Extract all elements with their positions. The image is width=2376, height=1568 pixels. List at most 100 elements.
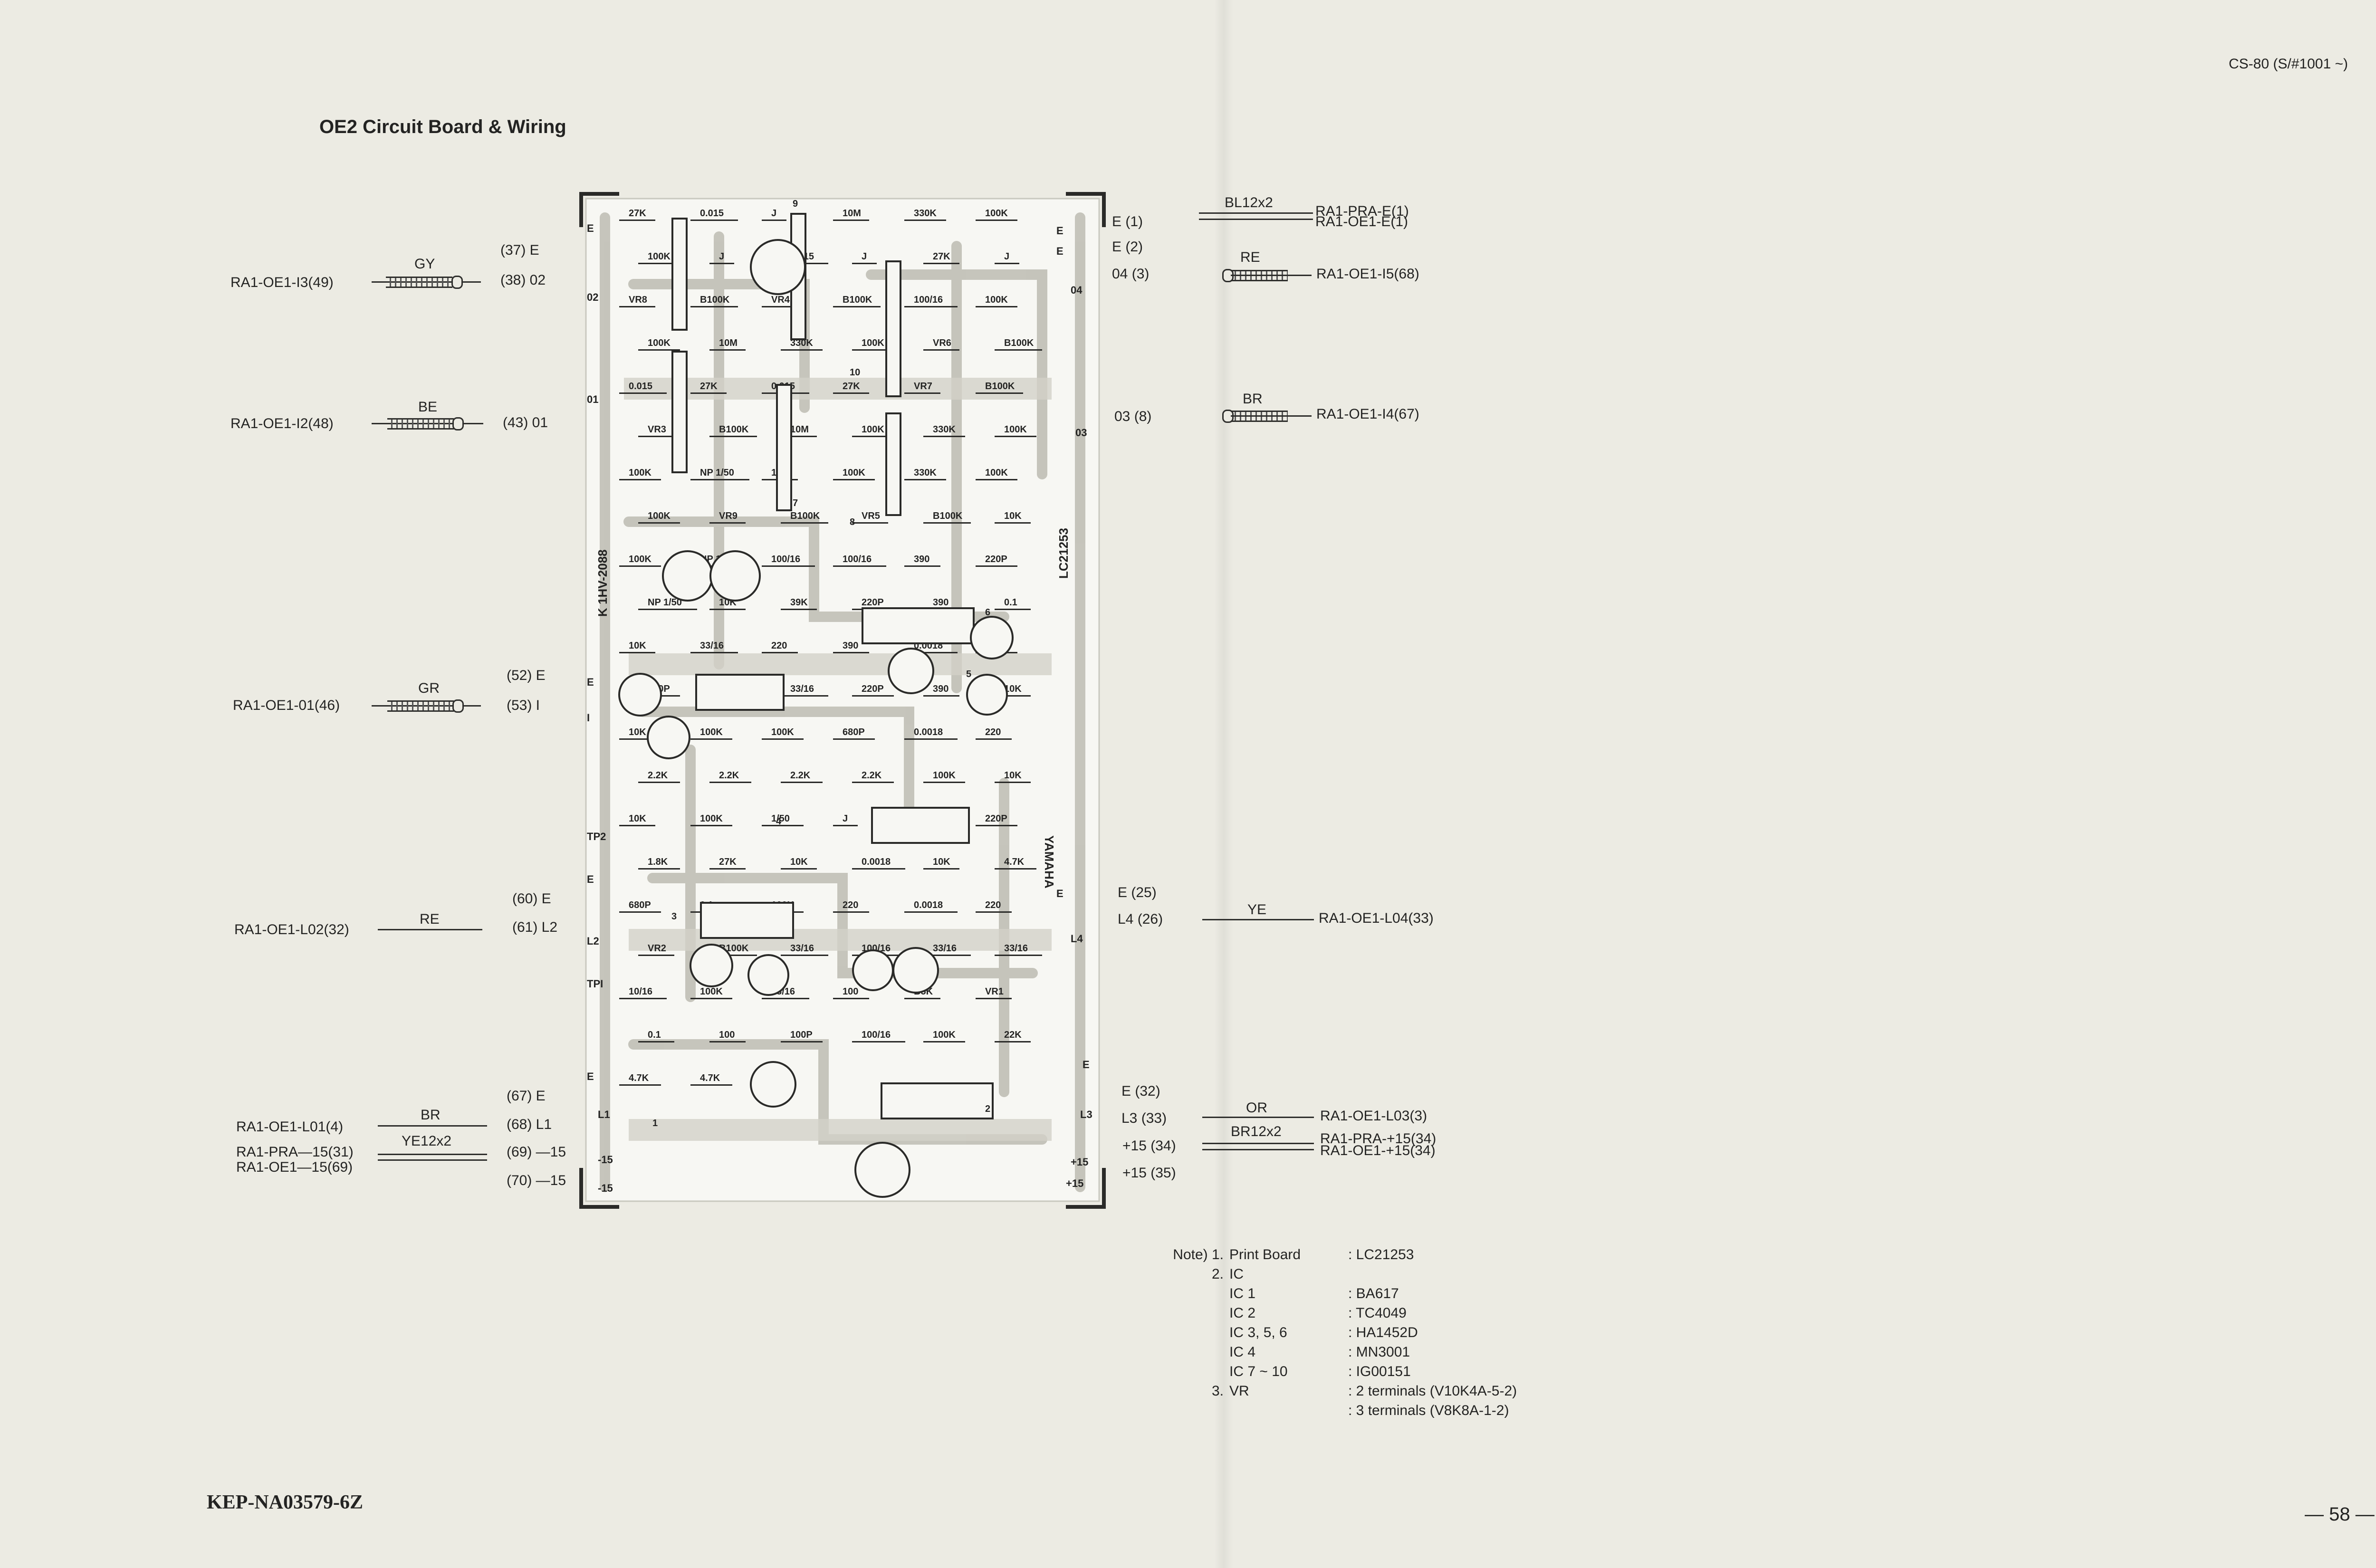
wire-line <box>1199 219 1313 220</box>
shielded-cable <box>386 277 452 288</box>
component-lead <box>976 825 1017 826</box>
component-label: 10K <box>1004 684 1022 694</box>
component-label: 100K <box>648 338 671 348</box>
note-item: IC 1 <box>1229 1286 1256 1301</box>
component-label: 10/16 <box>629 986 653 997</box>
component-lead <box>904 911 958 913</box>
note-number: Note) 1. <box>1173 1247 1224 1262</box>
component-label: 33/16 <box>790 684 814 694</box>
component-lead <box>638 263 680 264</box>
edge-label: TP2 <box>587 831 606 842</box>
component-lead <box>923 263 959 264</box>
board-part-marking: K 1HV-2088 <box>595 549 610 617</box>
note-row: 2.IC <box>1162 1264 1517 1284</box>
component-lead <box>619 738 655 740</box>
note-number <box>1162 1362 1229 1381</box>
component-label: 0.015 <box>629 381 653 392</box>
component-lead <box>781 695 828 697</box>
component-lead <box>833 306 881 307</box>
wire-line <box>1231 275 1312 276</box>
note-item: IC 7 ~ 10 <box>1229 1364 1288 1379</box>
edge-label: E <box>1056 888 1063 899</box>
component-lead <box>904 738 958 740</box>
component-lead <box>709 263 734 264</box>
component-label: 39K <box>790 597 808 608</box>
ic-package <box>671 351 688 473</box>
component-lead <box>762 652 798 653</box>
component-lead <box>976 565 1017 567</box>
ic-package <box>871 807 970 844</box>
component-label: 390 <box>933 597 949 608</box>
wire-source-label: RA1-OE1—15(69) <box>236 1159 353 1175</box>
component-label: 22K <box>1004 1030 1022 1040</box>
pin-label: (67) E <box>507 1088 546 1104</box>
component-label: 10K <box>629 641 646 651</box>
note-item: IC 4 <box>1229 1344 1256 1360</box>
component-label: 220 <box>985 727 1001 737</box>
component-lead <box>852 263 877 264</box>
component-label: VR1 <box>985 986 1004 997</box>
component-lead <box>619 1084 661 1086</box>
component-lead <box>904 392 940 394</box>
component-label: 4.7K <box>700 1073 720 1083</box>
component-label: 100K <box>771 727 794 737</box>
component-label: VR3 <box>648 424 666 435</box>
wire-target-label: RA1-OE1-L04(33) <box>1319 910 1434 926</box>
component-label: 680P <box>843 727 865 737</box>
component-lead <box>904 998 940 999</box>
pin-label: E (25) <box>1118 885 1157 900</box>
wire-target-label: RA1-OE1-+15(34) <box>1320 1143 1436 1158</box>
component-label: VR5 <box>862 511 880 521</box>
capacitor-icon <box>750 1061 796 1108</box>
component-label: VR7 <box>914 381 932 392</box>
pin-label: (70) —15 <box>507 1173 566 1188</box>
component-label: 2.2K <box>790 770 811 781</box>
component-lead <box>904 565 940 567</box>
component-lead <box>690 220 738 221</box>
component-lead <box>923 349 959 351</box>
component-label: 100K <box>862 338 884 348</box>
component-label: J <box>1004 251 1010 262</box>
component-lead <box>833 825 858 826</box>
component-lead <box>995 522 1031 524</box>
page-title: OE2 Circuit Board & Wiring <box>319 116 566 137</box>
component-label: 100K <box>985 208 1008 219</box>
component-lead <box>976 392 1023 394</box>
component-label: 100K <box>1004 424 1027 435</box>
component-lead <box>904 306 958 307</box>
component-label: 100 <box>843 986 859 997</box>
edge-label: +15 <box>1066 1177 1084 1189</box>
component-label: 100K <box>629 554 651 564</box>
ic-package <box>885 412 901 516</box>
pin-label: (69) —15 <box>507 1144 566 1160</box>
component-lead <box>619 911 661 913</box>
wire-line <box>1231 415 1312 417</box>
note-item <box>1229 1401 1348 1420</box>
edge-label: 04 <box>1071 284 1083 296</box>
page-number: — 58 — <box>2305 1504 2375 1525</box>
wire-source-label: RA1-OE1-I3(49) <box>230 275 334 290</box>
ic-number-marker: 6 <box>985 607 991 618</box>
edge-label: I <box>587 712 590 724</box>
component-lead <box>852 349 894 351</box>
component-label: 27K <box>843 381 860 392</box>
capacitor-icon <box>852 949 894 991</box>
component-label: 27K <box>629 208 646 219</box>
edge-label: L3 <box>1080 1109 1092 1120</box>
wire-target-label: RA1-PRA-+15(34) <box>1320 1131 1437 1147</box>
component-label: 390 <box>914 554 930 564</box>
component-lead <box>690 738 732 740</box>
component-lead <box>923 782 965 783</box>
edge-label: +15 <box>1071 1156 1089 1168</box>
component-label: 10M <box>719 338 738 348</box>
component-lead <box>619 998 667 999</box>
document-id: KEP-NA03579-6Z <box>207 1492 363 1513</box>
wire-color-label: BR12x2 <box>1231 1124 1282 1139</box>
ic-package <box>862 607 975 644</box>
component-lead <box>833 565 886 567</box>
component-lead <box>923 695 959 697</box>
note-item: IC <box>1229 1266 1244 1282</box>
component-lead <box>709 349 746 351</box>
component-lead <box>619 565 661 567</box>
